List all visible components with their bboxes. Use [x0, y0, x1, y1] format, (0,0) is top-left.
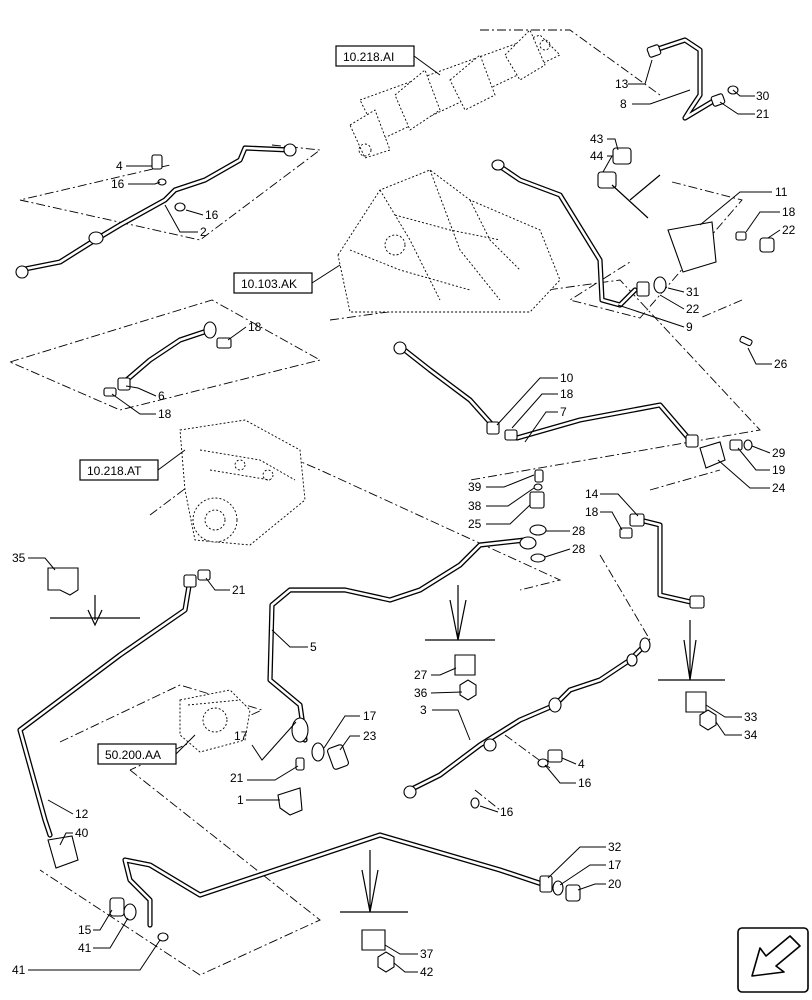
pipe-5	[267, 537, 528, 743]
callout-28-a: 28	[572, 524, 586, 538]
callout-13: 13	[615, 77, 629, 91]
pipe-8	[652, 37, 718, 121]
callout-30: 30	[756, 89, 770, 103]
callout-37: 37	[420, 947, 434, 961]
callout-11: 11	[775, 185, 788, 199]
callout-1: 1	[237, 793, 244, 807]
callout-39: 39	[468, 480, 482, 494]
ghost-cylinder-10-218-ai	[349, 29, 561, 159]
pipe-2	[17, 145, 293, 273]
callout-18-e: 18	[585, 505, 599, 519]
callout-7: 7	[560, 405, 567, 419]
callout-9: 9	[686, 320, 693, 334]
pipe-10	[399, 345, 498, 431]
callout-28-b: 28	[572, 542, 586, 556]
callout-16-d: 16	[500, 805, 514, 819]
pipe-3	[407, 642, 648, 793]
ref-box-label: 10.218.AT	[87, 464, 142, 478]
pipe-9	[495, 162, 638, 308]
callout-18-c: 18	[158, 407, 172, 421]
callout-17-left: 17	[234, 729, 248, 743]
callout-32: 32	[608, 840, 622, 854]
callout-16-c: 16	[578, 776, 592, 790]
pipe-7	[514, 402, 693, 443]
callout-38: 38	[468, 499, 482, 513]
callout-40: 40	[75, 826, 89, 840]
callout-43: 43	[590, 132, 604, 146]
callout-17-bottom: 17	[608, 858, 622, 872]
callout-23: 23	[363, 729, 377, 743]
callout-29: 29	[772, 446, 786, 460]
pipe-32	[122, 832, 548, 928]
callout-18-b: 18	[248, 320, 262, 334]
callout-2: 2	[200, 225, 207, 239]
callout-3: 3	[420, 703, 427, 717]
callout-12: 12	[75, 807, 89, 821]
callout-4-left: 4	[116, 159, 123, 173]
callout-17-right: 17	[363, 709, 377, 723]
callout-41-b: 41	[12, 963, 26, 977]
ghost-frame-10-103-ak	[337, 169, 561, 313]
callout-33: 33	[744, 710, 758, 724]
section-markers	[50, 174, 725, 913]
back-arrow-icon[interactable]	[737, 927, 809, 993]
callout-31: 31	[686, 285, 700, 299]
pipe-14	[637, 517, 698, 606]
ghost-motor-50-200-aa	[179, 689, 251, 753]
ref-box-10-103-ak[interactable]: 10.103.AK	[233, 264, 341, 294]
callout-26: 26	[774, 357, 788, 371]
callout-21-low: 21	[230, 771, 244, 785]
ref-box-50-200-aa[interactable]: 50.200.AA	[97, 734, 196, 765]
callout-10: 10	[560, 371, 574, 385]
pipe-6	[119, 327, 213, 387]
callout-44: 44	[590, 149, 604, 163]
callout-36: 36	[414, 686, 428, 700]
ref-box-10-218-at[interactable]: 10.218.AT	[79, 449, 186, 481]
fittings	[15, 44, 775, 973]
callout-18-d: 18	[560, 387, 574, 401]
ref-box-label: 50.200.AA	[105, 748, 161, 762]
callout-5: 5	[310, 640, 317, 654]
ref-box-label: 10.218.AI	[343, 50, 394, 64]
callout-6: 6	[158, 389, 165, 403]
callout-16-b: 16	[205, 208, 219, 222]
callout-18-top: 18	[782, 205, 796, 219]
callout-14: 14	[585, 487, 599, 501]
callout-27: 27	[414, 668, 428, 682]
ghost-pump-10-218-at	[179, 419, 306, 546]
callouts: 13 8 30 21 4 16 16 2 43 44 11 18 22 31 2…	[12, 59, 796, 979]
callout-22-right: 22	[782, 223, 796, 237]
callout-15: 15	[78, 923, 92, 937]
callout-34: 34	[744, 728, 758, 742]
callout-19: 19	[772, 463, 786, 477]
callout-21-mid: 21	[232, 583, 246, 597]
callout-4-right: 4	[578, 757, 585, 771]
callout-16-a: 16	[111, 177, 125, 191]
callout-42: 42	[420, 965, 434, 979]
callout-41-a: 41	[78, 941, 92, 955]
callout-22-lower: 22	[686, 302, 700, 316]
callout-35: 35	[12, 551, 26, 565]
callout-25: 25	[468, 517, 482, 531]
pipe-12	[17, 577, 193, 838]
callout-24: 24	[772, 481, 786, 495]
callout-20: 20	[608, 877, 622, 891]
ref-box-label: 10.103.AK	[241, 277, 297, 291]
callout-21-top: 21	[756, 107, 770, 121]
callout-8: 8	[620, 97, 627, 111]
ref-box-10-218-ai[interactable]: 10.218.AI	[335, 45, 441, 76]
